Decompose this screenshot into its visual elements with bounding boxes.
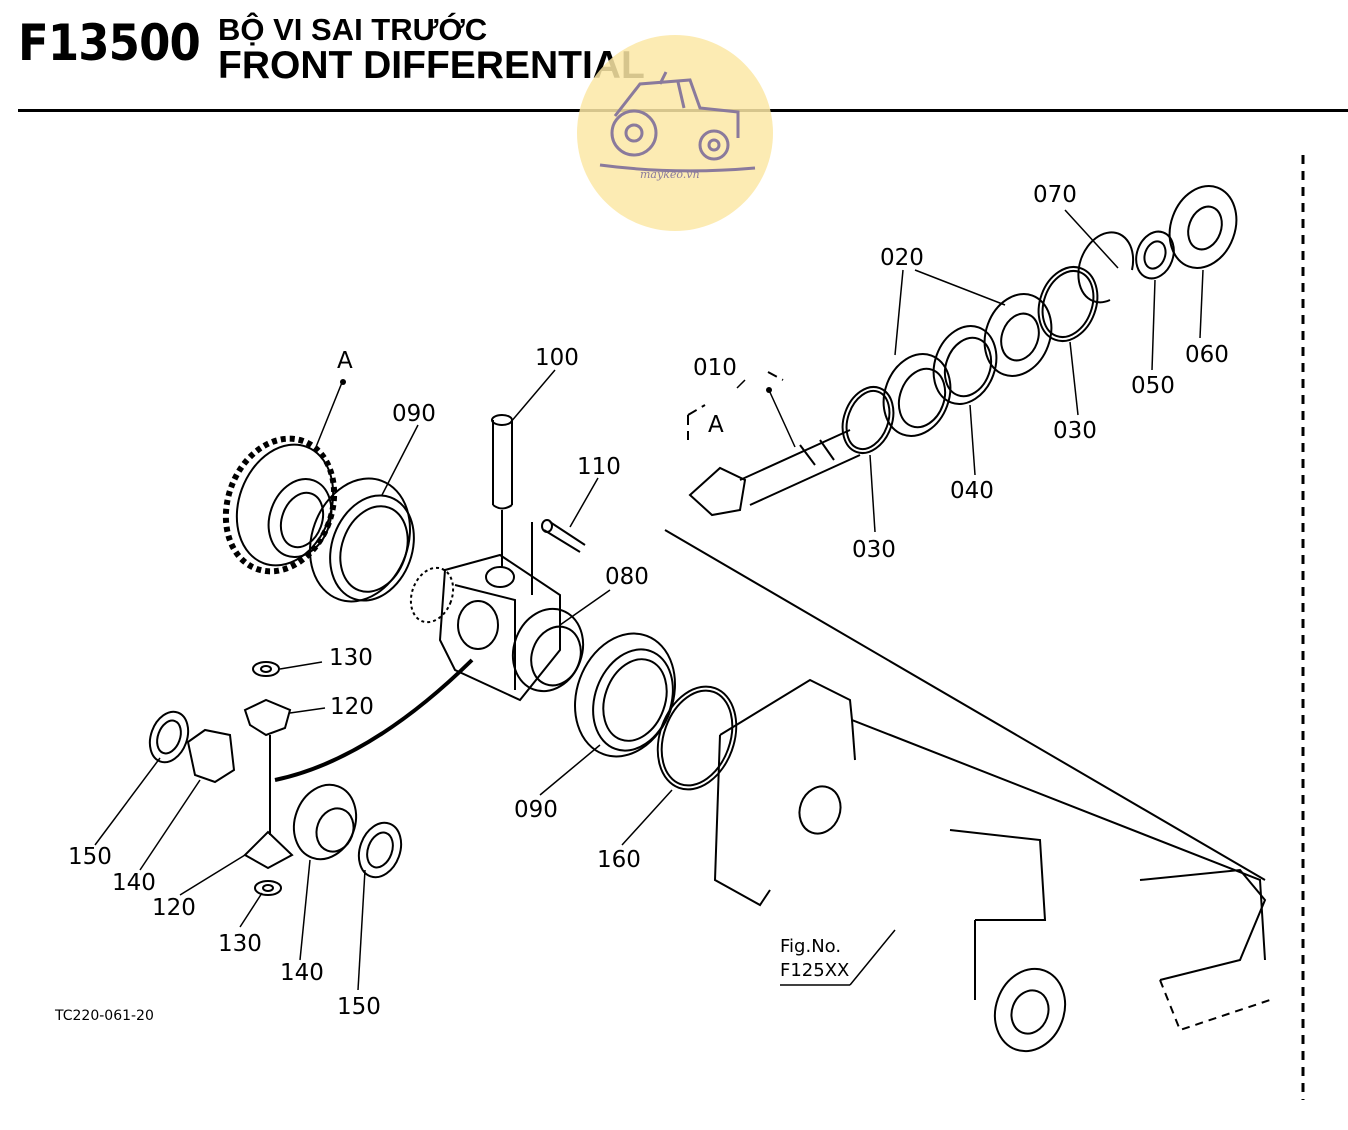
pin-110 (531, 519, 586, 595)
side-gear-parts (148, 661, 403, 896)
label-130a: 130 (329, 645, 373, 671)
label-100: 100 (535, 345, 579, 371)
label-090b: 090 (514, 797, 558, 823)
label-150a: 150 (68, 844, 112, 870)
bearing-090-upper (309, 477, 415, 603)
assembly-arrow (274, 658, 474, 782)
watermark-text: maykeo.vn (640, 168, 700, 181)
label-140b: 140 (280, 960, 324, 986)
label-120b: 120 (152, 895, 196, 921)
drawing-id: TC220-061-20 (54, 1008, 154, 1024)
fig-ref-line1: Fig.No. (780, 936, 841, 957)
label-050: 050 (1131, 373, 1175, 399)
label-110: 110 (577, 454, 621, 480)
page-code: F13500 (18, 14, 201, 72)
label-030b: 030 (1053, 418, 1097, 444)
label-120a: 120 (330, 694, 374, 720)
tractor-icon (599, 71, 756, 173)
bearing-090-lower (574, 632, 676, 758)
ref-a-top: A (337, 348, 353, 374)
ring-gear (222, 435, 338, 575)
pin-100 (491, 414, 513, 568)
ref-a-box (687, 371, 784, 440)
page-title-english: FRONT DIFFERENTIAL (218, 44, 645, 87)
pinion-shaft (688, 429, 861, 517)
ref-a-box-label: A (708, 412, 724, 438)
o-ring-160 (656, 685, 738, 791)
shaft-parts (841, 185, 1238, 454)
label-080: 080 (605, 564, 649, 590)
label-160: 160 (597, 847, 641, 873)
watermark-logo: maykeo.vn (577, 35, 773, 231)
fig-ref-line2: F125XX (780, 960, 849, 981)
label-060: 060 (1185, 342, 1229, 368)
leader-lines (94, 209, 1204, 991)
label-010: 010 (693, 355, 737, 381)
ref-a-top-dot (340, 379, 346, 385)
label-040: 040 (950, 478, 994, 504)
axle-housing (664, 529, 1271, 1053)
label-070: 070 (1033, 182, 1077, 208)
label-020: 020 (880, 245, 924, 271)
label-130b: 130 (218, 931, 262, 957)
label-030a: 030 (852, 537, 896, 563)
label-140a: 140 (112, 870, 156, 896)
page-title-vietnamese: BỘ VI SAI TRƯỚC (218, 12, 488, 47)
label-150b: 150 (337, 994, 381, 1020)
differential-case (409, 553, 585, 702)
label-090a: 090 (392, 401, 436, 427)
